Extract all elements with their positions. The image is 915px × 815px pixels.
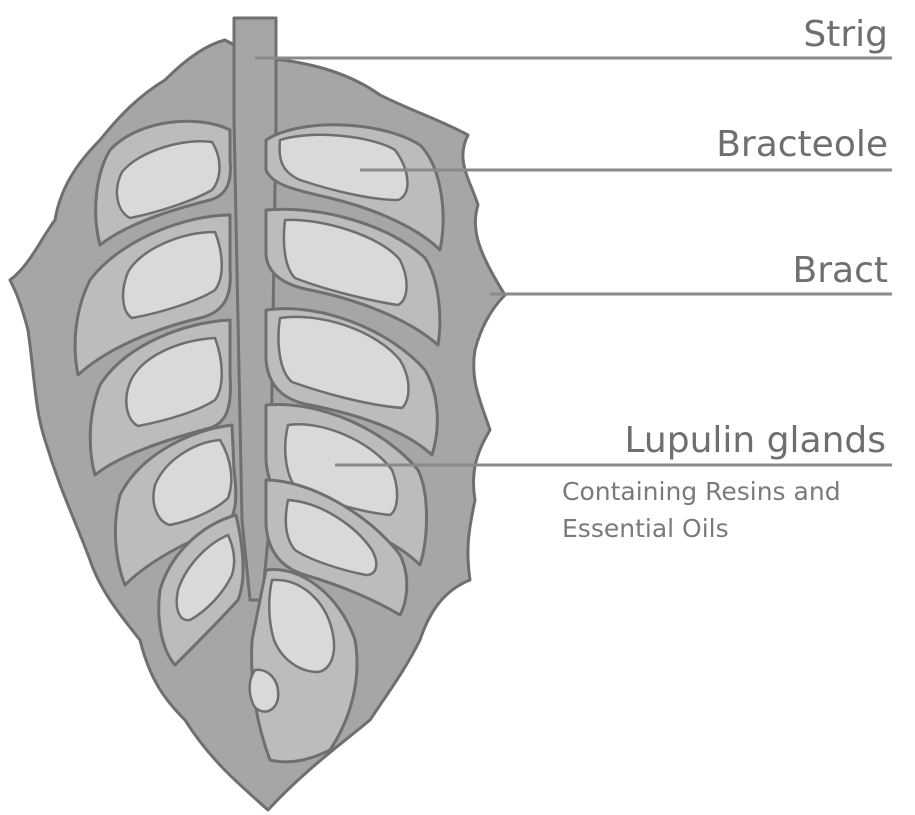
lupulin-note-line2: Essential Oils: [562, 514, 729, 543]
lupulin-label: Lupulin glands: [624, 420, 886, 461]
lupulin-note-line1: Containing Resins and: [562, 477, 841, 506]
strig-label: Strig: [803, 14, 888, 55]
bract-label: Bract: [793, 250, 888, 291]
bracteole-label: Bracteole: [716, 124, 888, 165]
